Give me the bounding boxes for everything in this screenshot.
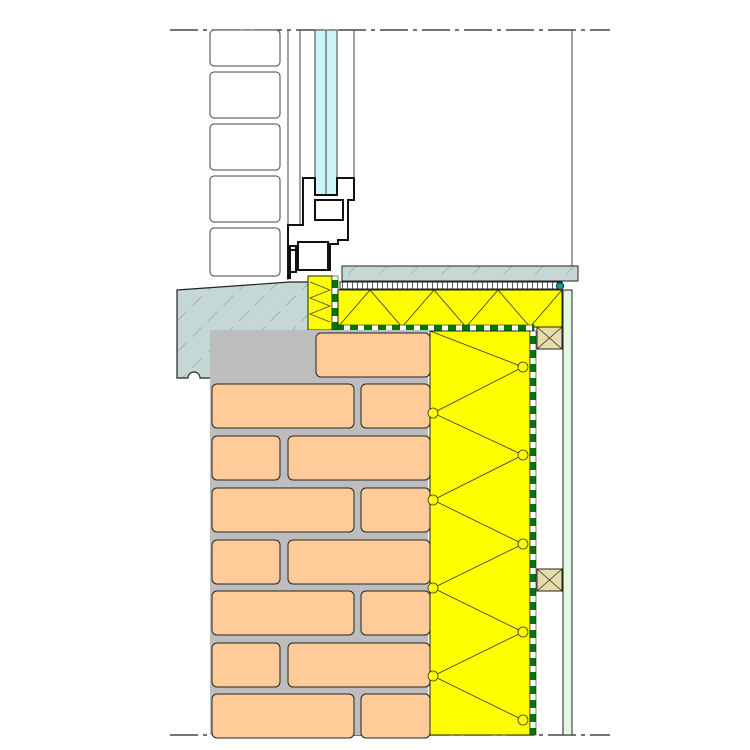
board-support xyxy=(339,281,563,290)
window-profile xyxy=(287,177,355,279)
insulation-symbol xyxy=(429,330,524,721)
cladding-panel xyxy=(562,289,573,736)
membrane-vertical xyxy=(529,330,537,736)
window-frame-lines xyxy=(287,30,573,280)
membrane-vertical-top xyxy=(331,275,339,331)
wall-insulation xyxy=(429,330,531,736)
battens xyxy=(536,326,563,592)
frame-insulation xyxy=(307,275,333,331)
upper-brick-wall xyxy=(209,29,281,277)
sealant-bead xyxy=(556,282,564,290)
brick-wall xyxy=(211,332,431,739)
